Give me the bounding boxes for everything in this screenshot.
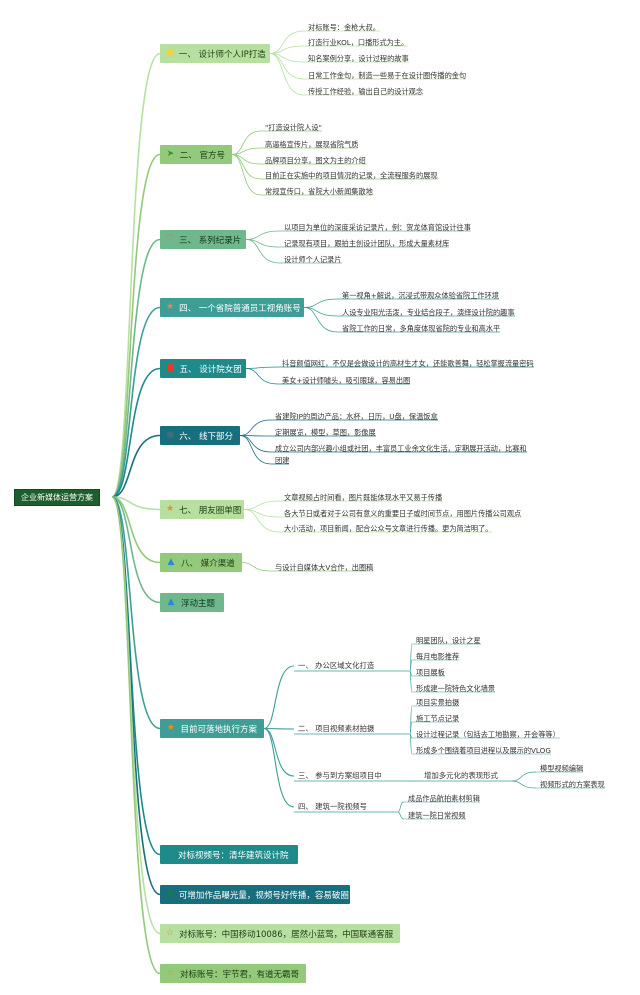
leaf-item[interactable]: 第一视角+解说，沉浸式带观众体验省院工作环境 — [342, 291, 499, 300]
star-icon: ★ — [166, 504, 175, 514]
branch-label: 三、 系列纪录片 — [179, 235, 242, 246]
leaf-item[interactable]: 日常工作金句，制造一些易于在设计圈传播的金句 — [308, 71, 467, 80]
root-label: 企业新媒体运营方案 — [21, 493, 93, 502]
branch-label: 对标账号：中国移动10086，居然小蓝莺，中国联通客服 — [179, 929, 394, 940]
plan-sub-node-3[interactable]: 三、 参与到方案组项目中 — [298, 770, 382, 780]
leaf-item[interactable]: 文章视频占时间看，图片既能体现水平又易于传播 — [284, 493, 443, 502]
square-icon: ■ — [166, 363, 175, 373]
medal-icon: ◎ — [166, 889, 174, 899]
branch-node-1[interactable]: ● 一、 设计师个人IP打造 — [160, 44, 270, 63]
leaf-item[interactable]: 定期展览，模型，草图，影像展 — [275, 428, 376, 437]
leaf-item[interactable]: 记录现有项目，跟拍主创设计团队，形成大量素材库 — [284, 239, 450, 248]
plan-leaf-item[interactable]: 项目实景拍摄 — [416, 698, 460, 707]
plan-leaf-item[interactable]: 视频形式的方案表现 — [540, 780, 605, 789]
plan-leaf-item[interactable]: 施工节点记录 — [416, 714, 460, 723]
star-outline-icon: ☆ — [166, 968, 175, 978]
leaf-item[interactable]: 团建 — [275, 456, 290, 465]
plan-leaf-item[interactable]: 每月电影推荐 — [416, 652, 460, 661]
plan-leaf-item[interactable]: 模型视频编辑 — [540, 764, 584, 773]
root-node[interactable]: 企业新媒体运营方案 — [14, 489, 100, 506]
branch-label: 四、 一个省院普通员工视角账号 — [179, 303, 301, 314]
branch-label: 对标视频号：清华建筑设计院 — [178, 850, 289, 861]
branch-node-2[interactable]: ➤ 二、 官方号 — [160, 145, 232, 164]
branch-label: 对标账号：宇节君，有道无霸哥 — [179, 969, 299, 980]
branch-label: 可增加作品曝光量，视频号好传播，容易破圈 — [178, 890, 349, 901]
branch-label: 一、 设计师个人IP打造 — [178, 49, 266, 60]
leaf-item[interactable]: "打造设计院人设" — [265, 123, 322, 132]
branch-label: 八、 媒介渠道 — [181, 558, 235, 569]
leaf-item[interactable]: 抖音颜值网红，不仅是会做设计的高材生才女，还能歌善舞，轻松掌握流量密码 — [282, 359, 534, 368]
leaf-item[interactable]: 高逼格宣传片，展现省院气质 — [265, 140, 359, 149]
plan-sub-node-4[interactable]: 四、 建筑一院视频号 — [298, 801, 367, 811]
leaf-item[interactable]: 美女+设计师噱头，吸引眼球，容易出圈 — [282, 376, 411, 385]
plan-leaf-item[interactable]: 项目展板 — [416, 668, 445, 677]
plan-leaf-item[interactable]: 明星团队，设计之星 — [416, 636, 481, 645]
flame-icon: ▲ — [167, 557, 175, 567]
branch-label: 浮动主题 — [181, 598, 216, 609]
leaf-item[interactable]: 以项目为单位的深度采访记录片，例：贺龙体育馆设计往事 — [284, 223, 471, 232]
leaf-item[interactable]: 打造行业KOL，口播形式为主。 — [308, 38, 409, 47]
branch-node-12[interactable]: ◎ 可增加作品曝光量，视频号好传播，容易破圈 — [160, 885, 350, 904]
star-icon: ★ — [166, 723, 175, 733]
leaf-item[interactable]: 常规宣传口，省院大小新闻集散地 — [265, 187, 373, 196]
branch-node-4[interactable]: ★ 四、 一个省院普通员工视角账号 — [160, 298, 304, 317]
plan-leaf-item[interactable]: 建筑一院日常视频 — [408, 811, 466, 820]
plan-leaf-item[interactable]: 形成多个围绕着项目进程以及展示的VLOG — [416, 746, 551, 755]
branch-node-8[interactable]: ▲ 八、 媒介渠道 — [160, 553, 242, 572]
branch-node-6[interactable]: ● 六、 线下部分 — [160, 426, 240, 445]
branch-node-10[interactable]: ★ 目前可落地执行方案 — [160, 719, 264, 738]
circle-icon: ● — [166, 430, 175, 440]
star-icon: ★ — [166, 302, 175, 312]
leaf-item[interactable]: 品牌项目分享，图文为主的介绍 — [265, 156, 366, 165]
paper-plane-icon: ➤ — [166, 149, 175, 159]
branch-label: 二、 官方号 — [179, 150, 225, 161]
branch-node-3[interactable]: ♡ 三、 系列纪录片 — [160, 230, 246, 249]
flame-icon: ▲ — [167, 597, 175, 607]
lightbulb-icon: ● — [166, 48, 174, 58]
leaf-item[interactable]: 人设专业阳光活泼，专业结合段子，演绎设计院的趣事 — [342, 308, 515, 317]
branch-node-13[interactable]: ☆ 对标账号：中国移动10086，居然小蓝莺，中国联通客服 — [160, 924, 400, 943]
leaf-item[interactable]: 设计师个人记录片 — [284, 255, 342, 264]
star-outline-icon: ☆ — [166, 928, 175, 938]
plan-leaf-item[interactable]: 设计过程记录（包括去工地勘察，开会等等） — [416, 730, 560, 739]
leaf-item[interactable]: 知名案例分享，设计过程的故事 — [308, 54, 409, 63]
leaf-item[interactable]: 成立公司内部兴趣小组或社团，丰富员工业余文化生活，定期展开活动，比赛和 — [275, 444, 527, 453]
branch-label: 五、 设计院女团 — [179, 364, 242, 375]
leaf-item[interactable]: 各大节日或者对于公司有意义的重要日子或时间节点，用图片传播公司观点 — [284, 509, 522, 518]
plan-mid-node[interactable]: 增加多元化的表现形式 — [424, 770, 498, 780]
leaf-item[interactable]: 与设计自媒体大V合作，出圈稿 — [275, 563, 374, 572]
branch-label: 六、 线下部分 — [179, 431, 233, 442]
branch-label: 目前可落地执行方案 — [180, 724, 257, 735]
heart-icon: ♡ — [166, 234, 175, 244]
branch-node-14[interactable]: ☆ 对标账号：宇节君，有道无霸哥 — [160, 964, 306, 983]
leaf-item[interactable]: 目前正在实施中的项目情况的记录，全流程服务的展现 — [265, 171, 438, 180]
plan-leaf-item[interactable]: 形成建一院特色文化墙景 — [416, 684, 496, 693]
leaf-item[interactable]: 大小活动，项目新闻，配合公众号文章进行传播。更为简洁明了。 — [284, 524, 493, 533]
branch-node-11[interactable]: 对标视频号：清华建筑设计院 — [160, 845, 298, 864]
plan-sub-node-1[interactable]: 一、 办公区域文化打造 — [298, 660, 375, 670]
branch-label: 七、 朋友圈单图 — [179, 505, 242, 516]
branch-node-7[interactable]: ★ 七、 朋友圈单图 — [160, 500, 244, 519]
leaf-item[interactable]: 对标账号：金枪大叔。 — [308, 23, 380, 32]
leaf-item[interactable]: 省院工作的日常，多角度体现省院的专业和高水平 — [342, 324, 501, 333]
leaf-item[interactable]: 省建院IP的周边产品：水杯，日历，U盘，保温饭盒 — [275, 412, 438, 421]
plan-sub-node-2[interactable]: 二、 项目视频素材拍摄 — [298, 723, 375, 733]
leaf-item[interactable]: 传授工作经验，输出自己的设计观念 — [308, 87, 424, 96]
plan-leaf-item[interactable]: 成品作品航拍素材剪辑 — [408, 794, 480, 803]
branch-node-5[interactable]: ■ 五、 设计院女团 — [160, 359, 246, 378]
branch-node-9[interactable]: ▲ 浮动主题 — [160, 593, 224, 612]
